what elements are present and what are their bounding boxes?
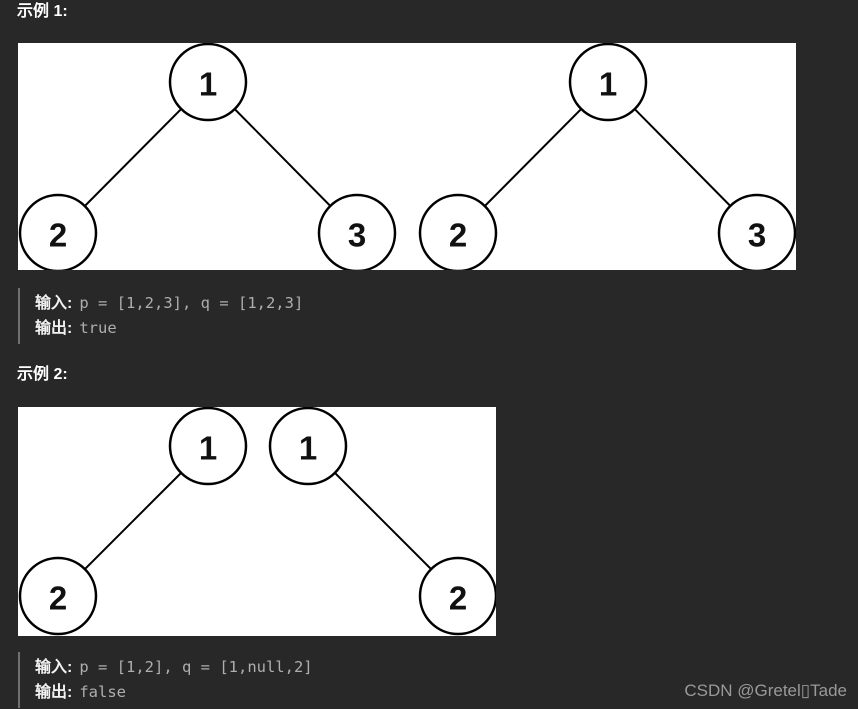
example1-input-line: 输入: p = [1,2,3], q = [1,2,3] bbox=[35, 291, 303, 316]
tree-node-circle bbox=[568, 43, 648, 122]
tree-node-circle bbox=[418, 193, 498, 270]
input-value: p = [1,2,3], q = [1,2,3] bbox=[79, 294, 304, 312]
tree-node-value: 3 bbox=[748, 217, 766, 254]
tree-node: 2 bbox=[418, 193, 498, 270]
tree-node-circle bbox=[168, 43, 248, 122]
tree-node-circle bbox=[18, 193, 98, 270]
tree-node-circle bbox=[317, 193, 397, 270]
tree-node: 2 bbox=[18, 193, 98, 270]
tree-node: 3 bbox=[717, 193, 796, 270]
tree-node-value: 2 bbox=[49, 217, 67, 254]
output-value: true bbox=[79, 319, 117, 337]
example2-heading: 示例 2: bbox=[17, 366, 68, 383]
tree-node: 2 bbox=[418, 556, 496, 636]
example2-tree-svg: 1 2 1 2 bbox=[18, 407, 496, 636]
tree-node: 2 bbox=[18, 556, 98, 636]
example1-io-block: 输入: p = [1,2,3], q = [1,2,3] 输出: true bbox=[18, 288, 303, 344]
tree-node-circle bbox=[717, 193, 796, 270]
tree-node-value: 1 bbox=[599, 66, 617, 103]
tree-node-value: 2 bbox=[49, 580, 67, 617]
input-label: 输入: bbox=[35, 659, 73, 676]
tree-node: 1 bbox=[268, 407, 348, 486]
tree-node: 1 bbox=[568, 43, 648, 122]
example1-output-line: 输出: true bbox=[35, 316, 303, 341]
tree-node-value: 1 bbox=[199, 430, 217, 467]
tree-node-circle bbox=[168, 407, 248, 486]
tree-node-circle bbox=[268, 407, 348, 486]
output-label: 输出: bbox=[35, 684, 73, 701]
output-label: 输出: bbox=[35, 320, 73, 337]
example2-io-block: 输入: p = [1,2], q = [1,null,2] 输出: false bbox=[18, 652, 313, 708]
csdn-watermark: CSDN @Gretel▯Tade bbox=[684, 681, 847, 700]
tree-node: 3 bbox=[317, 193, 397, 270]
input-value: p = [1,2], q = [1,null,2] bbox=[79, 658, 313, 676]
output-value: false bbox=[79, 683, 127, 701]
tree-node: 1 bbox=[168, 43, 248, 122]
example1-tree-svg: 1 2 3 1 2 3 bbox=[18, 43, 796, 270]
example2-tree-figure: 1 2 1 2 bbox=[18, 407, 496, 636]
tree-node-value: 3 bbox=[348, 217, 366, 254]
input-label: 输入: bbox=[35, 295, 73, 312]
tree-node-value: 1 bbox=[299, 430, 317, 467]
example2-input-line: 输入: p = [1,2], q = [1,null,2] bbox=[35, 655, 313, 680]
tree-node-circle bbox=[418, 556, 496, 636]
tree-node-value: 2 bbox=[449, 580, 467, 617]
tree-node-value: 2 bbox=[449, 217, 467, 254]
example1-heading: 示例 1: bbox=[17, 3, 68, 20]
example2-output-line: 输出: false bbox=[35, 680, 313, 705]
example1-tree-figure: 1 2 3 1 2 3 bbox=[18, 43, 796, 270]
tree-node-circle bbox=[18, 556, 98, 636]
tree-node-value: 1 bbox=[199, 66, 217, 103]
tree-node: 1 bbox=[168, 407, 248, 486]
